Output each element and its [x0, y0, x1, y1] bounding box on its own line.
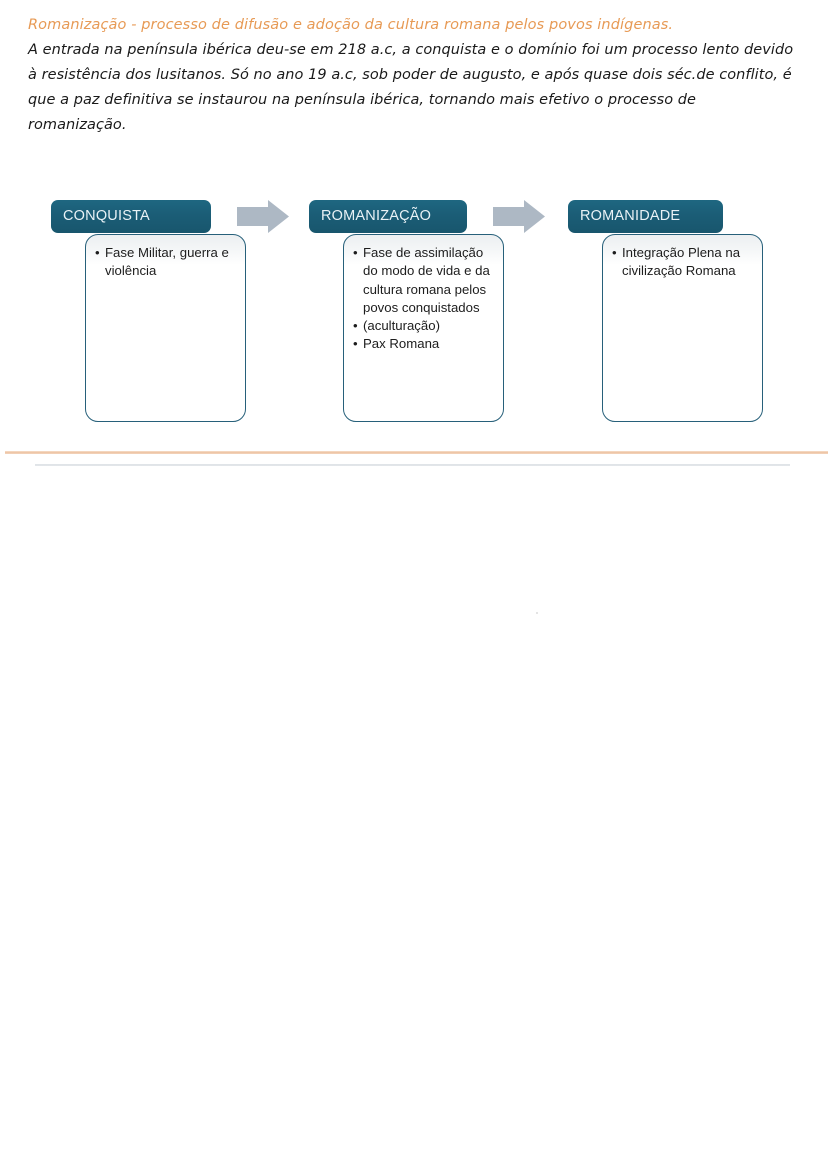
right-arrow-icon — [237, 200, 289, 233]
stage-bullet-list: Fase Militar, guerra e violência — [94, 244, 237, 281]
stage-title-label: ROMANIDADE — [580, 208, 681, 225]
list-item: Pax Romana — [352, 335, 495, 354]
page-speck — [536, 612, 538, 614]
list-item: Integração Plena na civilização Romana — [611, 244, 754, 281]
stage-bullet-list: Integração Plena na civilização Romana — [611, 244, 754, 281]
stage-header-romanidade[interactable]: ROMANIDADE — [568, 200, 723, 233]
divider-orange — [5, 451, 828, 454]
stage-header-conquista[interactable]: CONQUISTA — [51, 200, 211, 233]
stage-body-romanizacao[interactable]: Fase de assimilação do modo de vida e da… — [343, 234, 504, 422]
stage-body-conquista[interactable]: Fase Militar, guerra e violência — [85, 234, 246, 422]
list-item: Fase Militar, guerra e violência — [94, 244, 237, 281]
divider-grey — [35, 464, 790, 466]
document-text-block: Romanização - processo de difusão e adoç… — [28, 14, 798, 138]
process-flow-diagram: CONQUISTA Fase Militar, guerra e violênc… — [0, 0, 828, 470]
stage-title-label: CONQUISTA — [63, 208, 150, 225]
stage-body-romanidade[interactable]: Integração Plena na civilização Romana — [602, 234, 763, 422]
page-title: Romanização - processo de difusão e adoç… — [28, 17, 674, 33]
list-item: (aculturação) — [352, 317, 495, 336]
stage-bullet-list: Fase de assimilação do modo de vida e da… — [352, 244, 495, 354]
right-arrow-icon — [493, 200, 545, 233]
stage-title-label: ROMANIZAÇÃO — [321, 208, 432, 225]
list-item: Fase de assimilação do modo de vida e da… — [352, 244, 495, 317]
intro-paragraph: A entrada na península ibérica deu-se em… — [28, 42, 794, 133]
stage-header-romanizacao[interactable]: ROMANIZAÇÃO — [309, 200, 467, 233]
